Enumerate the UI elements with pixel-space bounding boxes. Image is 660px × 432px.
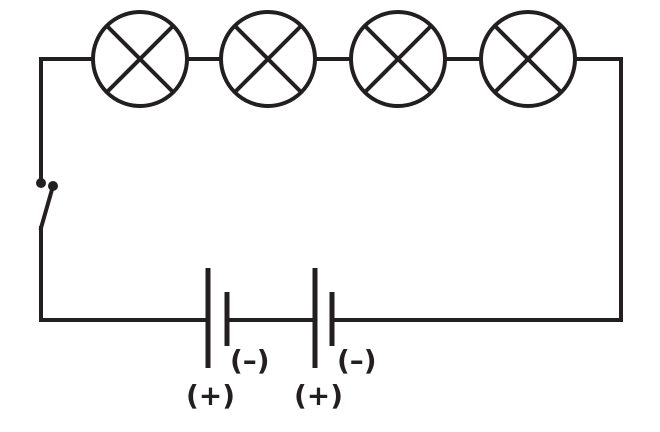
lamp-4: [479, 10, 577, 108]
lamp-cross-b: [233, 24, 303, 94]
lamp-cross-b: [363, 24, 433, 94]
cell-2-positive-label: (+): [294, 379, 343, 412]
lamp-3: [349, 10, 447, 108]
cell-1-negative-label: (–): [230, 344, 270, 377]
lamp-cross-b: [493, 24, 563, 94]
switch-icon: [36, 178, 58, 231]
switch-blade: [38, 183, 56, 231]
cell-1-positive-label: (+): [186, 379, 235, 412]
lamp-cross-b: [105, 24, 175, 94]
lamp-2: [219, 10, 317, 108]
battery-cell-2: (+) (–): [294, 268, 377, 412]
switch-contact-top: [36, 178, 46, 188]
cell-2-negative-label: (–): [337, 344, 377, 377]
wires: [39, 57, 623, 322]
battery-cell-1: (+) (–): [186, 268, 270, 412]
lamp-1: [91, 10, 189, 108]
